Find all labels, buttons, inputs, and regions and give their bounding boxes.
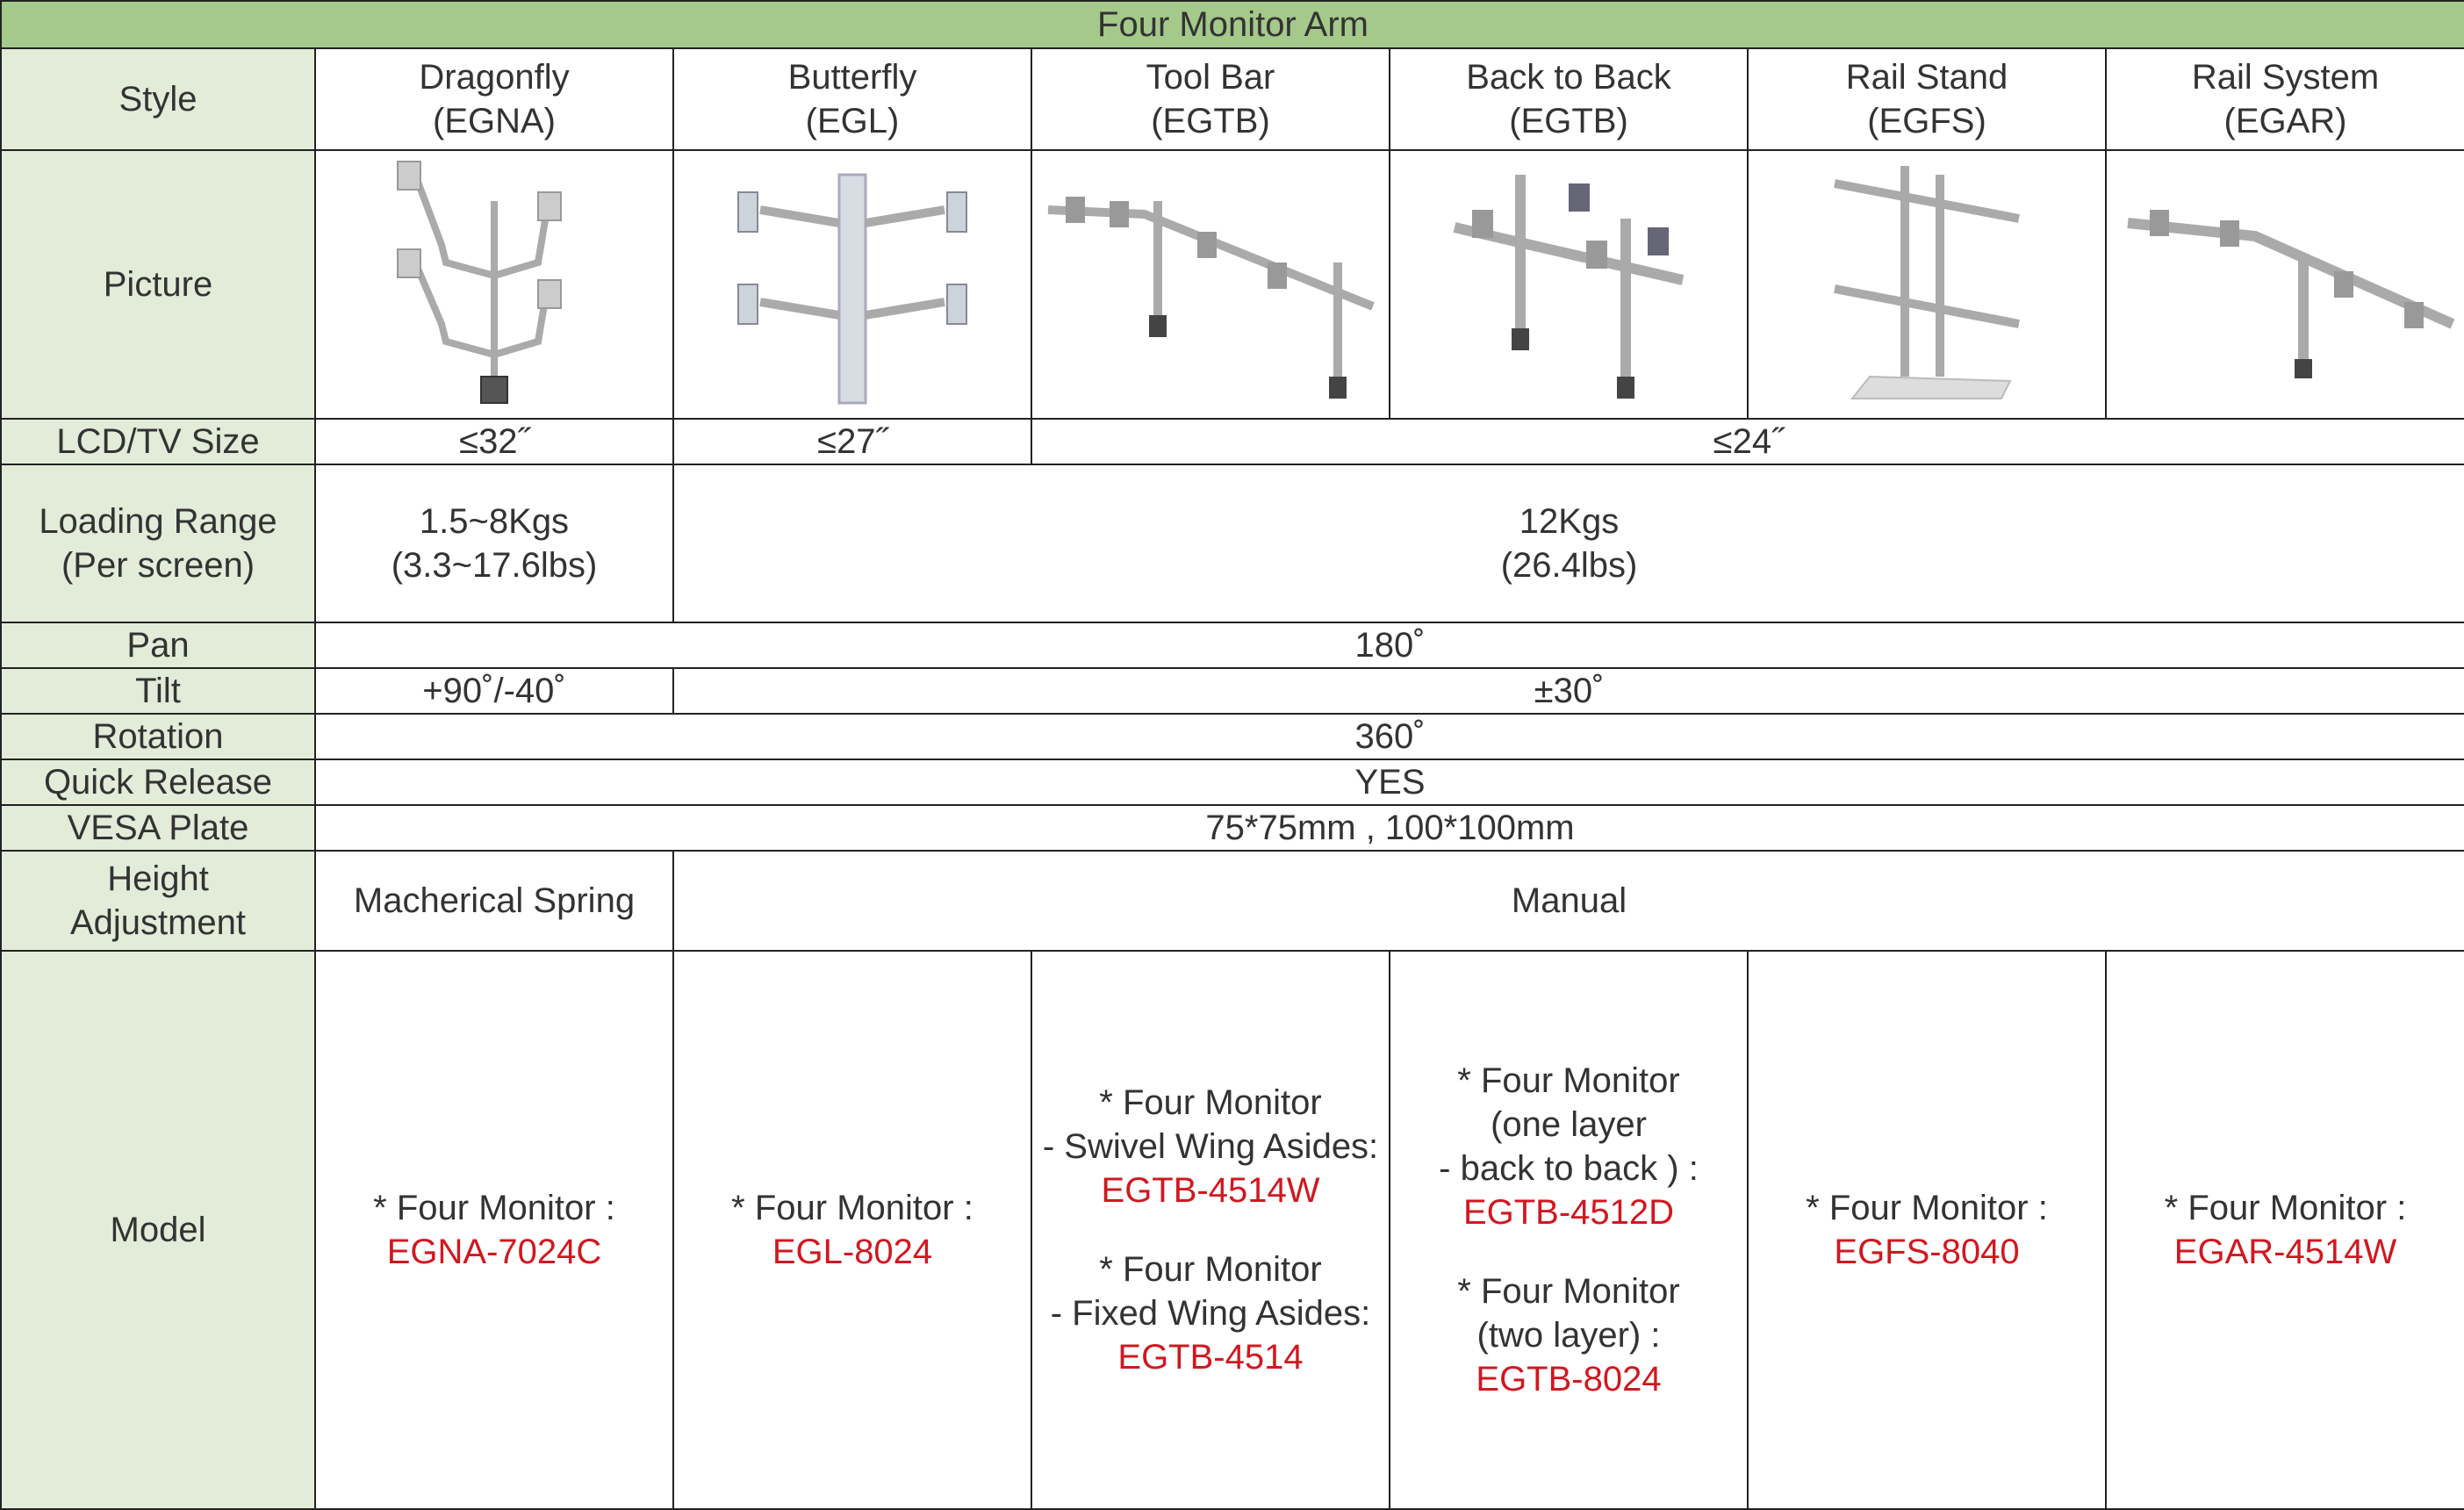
row-label-tilt: Tilt bbox=[0, 667, 316, 715]
row-label-loading-range: Loading Range (Per screen) bbox=[0, 464, 316, 623]
style-name: Butterfly bbox=[787, 58, 917, 97]
style-name: Back to Back bbox=[1466, 58, 1671, 97]
value-line: (26.4lbs) bbox=[1500, 546, 1638, 585]
style-cell: Tool Bar (EGTB) bbox=[1031, 47, 1390, 151]
style-cell: Butterfly (EGL) bbox=[672, 47, 1032, 151]
value-line: (3.3~17.6lbs) bbox=[391, 546, 598, 585]
quick-release-value: YES bbox=[313, 759, 2464, 806]
model-code: EGL-8024 bbox=[772, 1233, 933, 1271]
model-desc: (two layer) : bbox=[1476, 1316, 1661, 1355]
height-adjustment-value: Manual bbox=[672, 850, 2464, 952]
model-desc: * Four Monitor bbox=[1099, 1083, 1322, 1122]
model-code: EGTB-4514W bbox=[1101, 1171, 1320, 1210]
model-code: EGTB-4514 bbox=[1117, 1338, 1304, 1377]
model-desc: (one layer bbox=[1491, 1105, 1647, 1144]
model-desc: * Four Monitor : bbox=[1806, 1189, 2048, 1227]
label-line: Loading Range bbox=[39, 502, 277, 541]
model-desc: - back to back ) : bbox=[1439, 1149, 1699, 1188]
tilt-value: ±30˚ bbox=[672, 667, 2464, 715]
style-code: (EGTB) bbox=[1509, 102, 1628, 140]
dragonfly-arm-image bbox=[314, 149, 674, 420]
model-code: EGAR-4514W bbox=[2173, 1233, 2397, 1271]
lcd-size-value: ≤27˝ bbox=[672, 418, 1032, 465]
model-cell: * Four Monitor - Swivel Wing Asides: EGTB-… bbox=[1031, 950, 1390, 1510]
style-code: (EGNA) bbox=[433, 102, 556, 140]
label-line: (Per screen) bbox=[61, 546, 255, 585]
pan-value: 180˚ bbox=[313, 622, 2464, 669]
row-label-picture: Picture bbox=[0, 149, 316, 420]
row-label-model: Model bbox=[0, 950, 316, 1510]
model-desc: * Four Monitor : bbox=[731, 1189, 973, 1227]
style-code: (EGAR) bbox=[2223, 102, 2347, 140]
rotation-value: 360˚ bbox=[313, 713, 2464, 760]
rail-stand-image bbox=[1747, 149, 2107, 420]
style-name: Dragonfly bbox=[419, 58, 570, 97]
row-label-vesa: VESA Plate bbox=[0, 804, 316, 852]
style-name: Tool Bar bbox=[1146, 58, 1275, 97]
label-line: Height bbox=[107, 859, 209, 898]
row-label-pan: Pan bbox=[0, 622, 316, 669]
style-cell: Dragonfly (EGNA) bbox=[314, 47, 674, 151]
tool-bar-arm-image bbox=[1031, 149, 1390, 420]
row-label-style: Style bbox=[0, 47, 316, 151]
value-line: 12Kgs bbox=[1519, 502, 1620, 541]
model-cell: * Four Monitor : EGFS-8040 bbox=[1747, 950, 2107, 1510]
model-code: EGTB-8024 bbox=[1476, 1360, 1662, 1399]
model-desc: * Four Monitor bbox=[1099, 1250, 1322, 1289]
lcd-size-value: ≤32˝ bbox=[314, 418, 674, 465]
lcd-size-value: ≤24˝ bbox=[1030, 418, 2464, 465]
model-desc: - Fixed Wing Asides: bbox=[1050, 1294, 1371, 1333]
row-label-quick-release: Quick Release bbox=[0, 759, 316, 806]
loading-range-value: 1.5~8Kgs (3.3~17.6lbs) bbox=[314, 464, 674, 623]
label-line: Adjustment bbox=[69, 903, 247, 942]
vesa-value: 75*75mm , 100*100mm bbox=[313, 804, 2464, 852]
tilt-value: +90˚/-40˚ bbox=[314, 667, 674, 715]
loading-range-value: 12Kgs (26.4lbs) bbox=[672, 464, 2464, 623]
model-code: EGNA-7024C bbox=[386, 1233, 602, 1271]
style-code: (EGL) bbox=[805, 102, 900, 140]
model-desc: * Four Monitor bbox=[1457, 1061, 1680, 1100]
row-label-rotation: Rotation bbox=[0, 713, 316, 760]
style-cell: Back to Back (EGTB) bbox=[1389, 47, 1749, 151]
model-desc: * Four Monitor : bbox=[2164, 1189, 2407, 1227]
model-cell: * Four Monitor : EGNA-7024C bbox=[314, 950, 674, 1510]
model-code: EGFS-8040 bbox=[1834, 1233, 2020, 1271]
rail-system-image bbox=[2104, 149, 2464, 420]
back-to-back-arm-image bbox=[1389, 149, 1749, 420]
style-code: (EGFS) bbox=[1867, 102, 1986, 140]
model-desc: * Four Monitor : bbox=[373, 1189, 615, 1227]
model-cell: * Four Monitor (one layer - back to back )… bbox=[1389, 950, 1749, 1510]
value-line: 1.5~8Kgs bbox=[419, 502, 570, 541]
row-label-lcd-size: LCD/TV Size bbox=[0, 418, 316, 465]
model-cell: * Four Monitor : EGL-8024 bbox=[672, 950, 1032, 1510]
style-name: Rail System bbox=[2191, 58, 2380, 97]
model-desc: - Swivel Wing Asides: bbox=[1042, 1127, 1379, 1166]
table-title: Four Monitor Arm bbox=[0, 0, 2464, 49]
butterfly-arm-image bbox=[672, 149, 1032, 420]
model-cell: * Four Monitor : EGAR-4514W bbox=[2104, 950, 2464, 1510]
style-cell: Rail Stand (EGFS) bbox=[1747, 47, 2107, 151]
style-code: (EGTB) bbox=[1151, 102, 1270, 140]
style-cell: Rail System (EGAR) bbox=[2104, 47, 2464, 151]
model-code: EGTB-4512D bbox=[1462, 1193, 1675, 1232]
style-name: Rail Stand bbox=[1845, 58, 2008, 97]
height-adjustment-value: Macherical Spring bbox=[314, 850, 674, 952]
model-desc: * Four Monitor bbox=[1457, 1272, 1680, 1311]
